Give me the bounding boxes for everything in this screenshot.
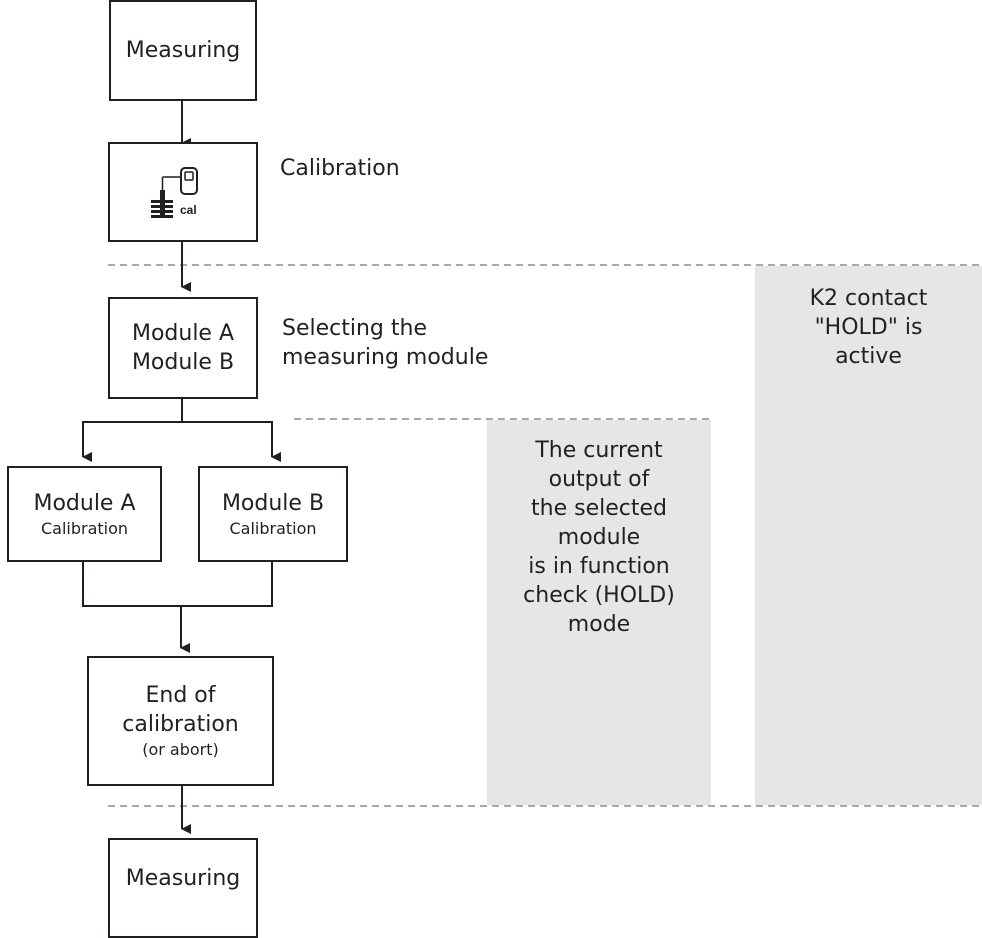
module-select-label: Selecting the measuring module bbox=[282, 314, 488, 372]
measuring-box-bottom: Measuring bbox=[108, 838, 258, 938]
end-of-calibration-box: End of calibration (or abort) bbox=[87, 656, 274, 786]
measuring-box-top: Measuring bbox=[109, 0, 257, 101]
k2-note-line-2: "HOLD" is bbox=[814, 315, 923, 340]
module-a-sub: Calibration bbox=[40, 518, 129, 538]
split-line bbox=[82, 399, 183, 462]
module-select-line-2: Module B bbox=[131, 350, 235, 375]
module-select-label-line-1: Selecting the bbox=[282, 316, 427, 341]
hold-note-line-7: mode bbox=[567, 612, 631, 637]
probe-meter-cal-icon: cal bbox=[151, 167, 198, 218]
k2-note: K2 contact "HOLD" is active bbox=[755, 284, 982, 371]
hold-note: The current output of the selected modul… bbox=[487, 436, 711, 639]
hold-note-line-1: The current bbox=[535, 438, 663, 463]
calibration-label: Calibration bbox=[280, 156, 400, 181]
k2-shade bbox=[755, 266, 982, 805]
merge-line bbox=[82, 561, 273, 607]
module-b-calibration-box: Module B Calibration bbox=[198, 466, 348, 562]
k2-note-line-1: K2 contact bbox=[809, 286, 928, 311]
module-a-title: Module A bbox=[33, 490, 136, 516]
module-select-label-line-2: measuring module bbox=[282, 345, 489, 370]
end-line-1: End of bbox=[145, 683, 216, 708]
module-a-calibration-box: Module A Calibration bbox=[7, 466, 162, 562]
end-sub: (or abort) bbox=[142, 740, 219, 759]
hold-note-line-2: output of bbox=[548, 467, 650, 492]
k2-note-line-3: active bbox=[835, 344, 902, 369]
hold-shade bbox=[487, 420, 711, 805]
calibration-box: cal bbox=[108, 142, 258, 242]
module-b-sub: Calibration bbox=[229, 518, 317, 538]
hold-note-line-5: is in function bbox=[528, 554, 670, 579]
hold-note-line-3: the selected bbox=[531, 496, 667, 521]
split-line-right bbox=[182, 421, 281, 462]
cal-icon-text: cal bbox=[180, 203, 197, 217]
module-select-box: Module A Module B bbox=[108, 297, 258, 399]
module-b-title: Module B bbox=[221, 490, 325, 516]
module-select-line-1: Module A bbox=[131, 321, 235, 346]
hold-note-line-6: check (HOLD) bbox=[523, 583, 675, 608]
end-line-2: calibration bbox=[122, 712, 239, 737]
hold-note-line-4: module bbox=[557, 525, 641, 550]
measuring-bottom-label: Measuring bbox=[125, 866, 241, 891]
measuring-label: Measuring bbox=[125, 38, 241, 63]
